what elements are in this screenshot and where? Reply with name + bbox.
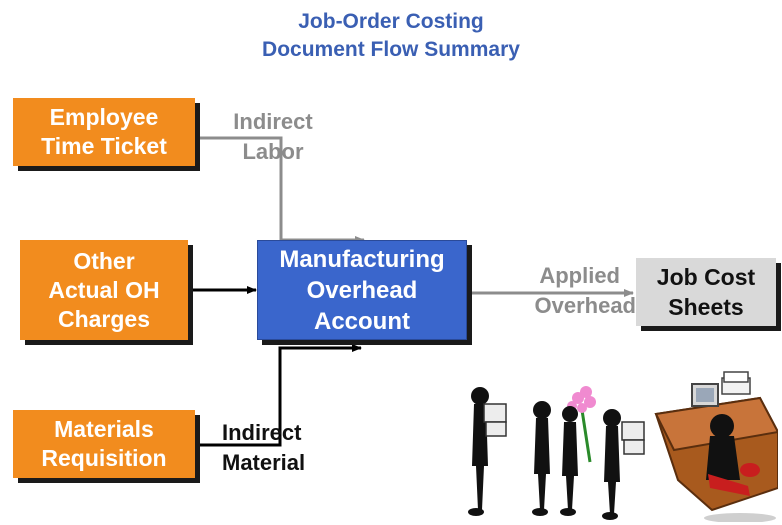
- arrow-indirect-material: [196, 344, 362, 447]
- indirect-labor-line-1: Indirect: [233, 109, 313, 134]
- indirect-labor-label: Indirect Labor: [213, 107, 333, 167]
- indirect-labor-line-2: Labor: [242, 139, 304, 164]
- people-delivering-to-desk-clipart: [468, 371, 778, 522]
- materials-requisition-line-2: Requisition: [41, 445, 167, 471]
- job-cost-sheets-line-2: Sheets: [668, 294, 744, 320]
- job-cost-sheets-box: Job Cost Sheets: [636, 258, 776, 326]
- indirect-material-label: Indirect Material: [222, 418, 352, 478]
- diagram-title: Job-Order Costing Document Flow Summary: [0, 8, 782, 64]
- other-actual-oh-line-1: Other: [73, 247, 135, 274]
- other-actual-oh-line-2: Actual OH: [48, 276, 160, 303]
- other-actual-oh-line-3: Charges: [57, 305, 151, 332]
- manufacturing-overhead-line-2: Overhead: [306, 276, 418, 304]
- indirect-material-line-2: Material: [222, 450, 306, 475]
- manufacturing-overhead-line-3: Account: [313, 307, 410, 335]
- applied-overhead-line-2: Overhead: [534, 293, 637, 318]
- job-cost-sheets-line-1: Job Cost: [656, 264, 756, 290]
- materials-requisition-line-1: Materials: [54, 416, 154, 442]
- indirect-material-line-1: Indirect: [222, 420, 302, 445]
- title-line-1: Job-Order Costing: [298, 10, 484, 33]
- manufacturing-overhead-line-1: Manufacturing: [279, 245, 445, 273]
- materials-requisition-box: Materials Requisition: [13, 410, 195, 478]
- manufacturing-overhead-account-box: Manufacturing Overhead Account: [257, 240, 467, 340]
- employee-time-ticket-box: Employee Time Ticket: [13, 98, 195, 166]
- employee-time-ticket-line-2: Time Ticket: [41, 133, 167, 159]
- title-line-2: Document Flow Summary: [262, 38, 520, 61]
- applied-overhead-line-1: Applied: [539, 263, 620, 288]
- other-actual-oh-box: Other Actual OH Charges: [20, 240, 188, 340]
- employee-time-ticket-line-1: Employee: [49, 104, 159, 130]
- applied-overhead-label: Applied Overhead: [496, 261, 637, 321]
